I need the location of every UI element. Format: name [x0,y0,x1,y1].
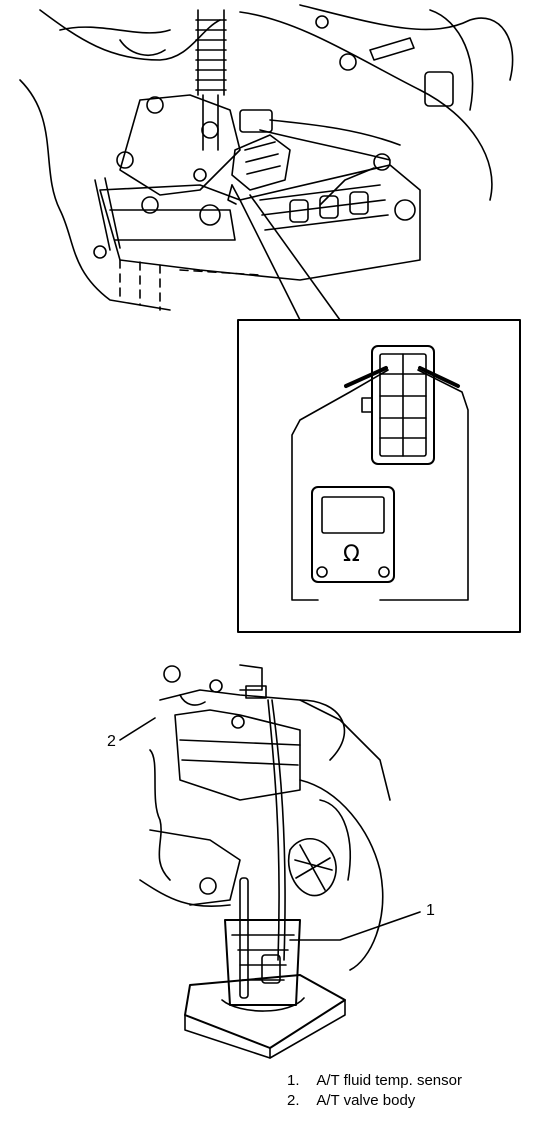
legend-number: 2. [287,1092,300,1109]
legend: 1. A/T fluid temp. sensor 2. A/T valve b… [287,1071,462,1111]
legend-item: 2. A/T valve body [287,1091,462,1111]
legend-text: A/T valve body [316,1092,416,1109]
legend-text: A/T fluid temp. sensor [316,1072,462,1089]
callout-1: 1 [426,902,435,919]
legend-number: 1. [287,1072,300,1089]
ohmmeter-symbol: Ω [343,542,360,567]
legend-item: 1. A/T fluid temp. sensor [287,1071,462,1091]
transmission-connector-illustration [19,4,521,633]
callout-2: 2 [107,733,116,750]
